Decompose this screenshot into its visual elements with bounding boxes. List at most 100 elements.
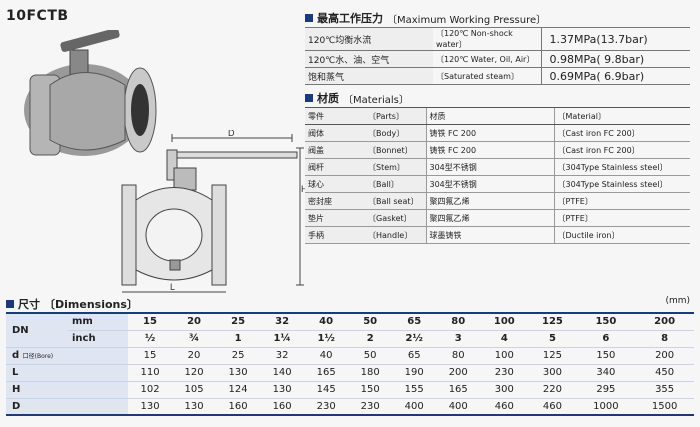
dn-mm-cell: 25 xyxy=(216,312,261,331)
part-cn: 阀体 xyxy=(305,124,365,142)
part-cn: 垫片 xyxy=(305,209,365,227)
dn-mm-cell: 125 xyxy=(528,312,577,331)
pressure-medium-cn: 120℃均衡水流 xyxy=(305,27,433,51)
dn-inch-cell: 2 xyxy=(348,330,393,348)
model-title: 10FCTB xyxy=(6,8,69,24)
part-en: 〔Stem〕 xyxy=(365,158,426,176)
dim-cell: 230 xyxy=(304,398,349,416)
materials-row: 阀杆〔Stem〕304型不锈钢〔304Type Stainless steel〕 xyxy=(305,158,690,176)
dim-cell: 15 xyxy=(128,347,173,365)
pressure-title-cn: 最高工作压力 xyxy=(317,12,383,25)
dim-cell: 130 xyxy=(260,381,305,399)
dn-inch-cell: ½ xyxy=(128,330,173,348)
dim-row-d: d 口径(Bore) 15 20 25 32 40 50 65 80 100 1… xyxy=(6,347,694,365)
dn-mm-cell: 32 xyxy=(260,312,305,331)
unit-label: (mm) xyxy=(665,296,690,306)
section-bullet-icon xyxy=(305,14,313,22)
dn-mm-cell: 200 xyxy=(635,312,694,331)
material-cn: 铸铁 FC 200 xyxy=(425,124,554,142)
dim-cell: 65 xyxy=(392,347,437,365)
material-en: 〔Cast iron FC 200〕 xyxy=(553,141,690,159)
materials-title-en: 〔Materials〕 xyxy=(343,94,409,106)
pressure-value: 0.98MPa( 9.8bar) xyxy=(540,50,690,68)
dim-cell: 1500 xyxy=(635,398,694,416)
valve-drawing: D H L xyxy=(121,130,308,293)
dim-cell: 400 xyxy=(436,398,481,416)
dimensions-title-cn: 尺寸 xyxy=(18,298,40,311)
dim-label: H xyxy=(6,381,128,399)
dim-cell: 1000 xyxy=(576,398,636,416)
dim-label: d 口径(Bore) xyxy=(6,347,128,365)
dn-inch-cell: 8 xyxy=(635,330,694,348)
part-cn: 球心 xyxy=(305,175,365,193)
part-cn: 阀盖 xyxy=(305,141,365,159)
dim-cell: 105 xyxy=(172,381,217,399)
dim-cell: 125 xyxy=(528,347,577,365)
dim-label: D xyxy=(6,398,128,416)
dn-inch-row: inch ½ ¾ 1 1¼ 1½ 2 2½ 3 4 5 6 8 xyxy=(6,330,694,348)
dim-label-d: D xyxy=(228,130,235,138)
dim-cell: 340 xyxy=(576,364,636,382)
dim-cell: 400 xyxy=(392,398,437,416)
materials-row: 球心〔Ball〕304型不锈钢〔304Type Stainless steel〕 xyxy=(305,175,690,193)
dim-cell: 355 xyxy=(635,381,694,399)
section-bullet-icon xyxy=(305,94,313,102)
dim-cell: 295 xyxy=(576,381,636,399)
pressure-medium-en: 〔120℃ Water, Oil, Air〕 xyxy=(433,50,541,68)
dim-row-l: L 110 120 130 140 165 180 190 200 230 30… xyxy=(6,364,694,382)
dim-cell: 230 xyxy=(348,398,393,416)
dn-inch-cell: 1¼ xyxy=(260,330,305,348)
dn-inch-cell: 6 xyxy=(576,330,636,348)
dim-cell: 165 xyxy=(304,364,349,382)
part-en: 〔Gasket〕 xyxy=(365,209,426,227)
dim-cell: 145 xyxy=(304,381,349,399)
material-en: 〔304Type Stainless steel〕 xyxy=(553,158,690,176)
part-cn: 阀杆 xyxy=(305,158,365,176)
dn-inch-cell: 3 xyxy=(436,330,481,348)
materials-title-cn: 材质 xyxy=(317,92,339,105)
dim-cell: 40 xyxy=(304,347,349,365)
pressure-value: 0.69MPa( 6.9bar) xyxy=(540,67,690,85)
material-en: 〔Ductile iron〕 xyxy=(553,226,690,244)
material-cn: 聚四氟乙烯 xyxy=(425,209,554,227)
part-en: 〔Parts〕 xyxy=(365,107,426,125)
part-cn: 密封座 xyxy=(305,192,365,210)
pressure-table: 120℃均衡水流 〔120℃ Non-shock water〕 1.37MPa(… xyxy=(305,27,690,85)
material-en: 〔PTFE〕 xyxy=(553,209,690,227)
material-cn: 304型不锈钢 xyxy=(425,175,554,193)
dim-cell: 460 xyxy=(480,398,529,416)
material-en: 〔Material〕 xyxy=(553,107,690,125)
section-bullet-icon xyxy=(6,300,14,308)
dim-cell: 32 xyxy=(260,347,305,365)
dn-inch-cell: 1½ xyxy=(304,330,349,348)
materials-row: 阀盖〔Bonnet〕铸铁 FC 200〔Cast iron FC 200〕 xyxy=(305,141,690,159)
inch-label: inch xyxy=(68,330,128,348)
dim-cell: 200 xyxy=(436,364,481,382)
dn-mm-cell: 50 xyxy=(348,312,393,331)
dn-inch-cell: 2½ xyxy=(392,330,437,348)
dim-sublabel: 口径(Bore) xyxy=(22,353,54,360)
mm-label: mm xyxy=(68,312,128,331)
dn-label: DN xyxy=(6,312,68,348)
pressure-row: 120℃水、油、空气 〔120℃ Water, Oil, Air〕 0.98MP… xyxy=(305,50,690,68)
materials-table: 零件〔Parts〕材质〔Material〕 阀体〔Body〕铸铁 FC 200〔… xyxy=(305,107,690,244)
dim-cell: 230 xyxy=(480,364,529,382)
dim-cell: 130 xyxy=(128,398,173,416)
material-cn: 304型不锈钢 xyxy=(425,158,554,176)
dim-label: L xyxy=(6,364,128,382)
material-cn: 球墨铸铁 xyxy=(425,226,554,244)
material-cn: 材质 xyxy=(425,107,554,125)
dim-cell: 150 xyxy=(348,381,393,399)
dim-cell: 130 xyxy=(216,364,261,382)
dim-cell: 20 xyxy=(172,347,217,365)
dim-cell: 50 xyxy=(348,347,393,365)
dim-cell: 160 xyxy=(216,398,261,416)
part-en: 〔Ball seat〕 xyxy=(365,192,426,210)
materials-row: 手柄〔Handle〕球墨铸铁〔Ductile iron〕 xyxy=(305,226,690,244)
dim-row-h: H 102 105 124 130 145 150 155 165 300 22… xyxy=(6,381,694,399)
part-en: 〔Bonnet〕 xyxy=(365,141,426,159)
pressure-row: 120℃均衡水流 〔120℃ Non-shock water〕 1.37MPa(… xyxy=(305,27,690,51)
dim-cell: 190 xyxy=(392,364,437,382)
dim-cell: 80 xyxy=(436,347,481,365)
dim-cell: 25 xyxy=(216,347,261,365)
